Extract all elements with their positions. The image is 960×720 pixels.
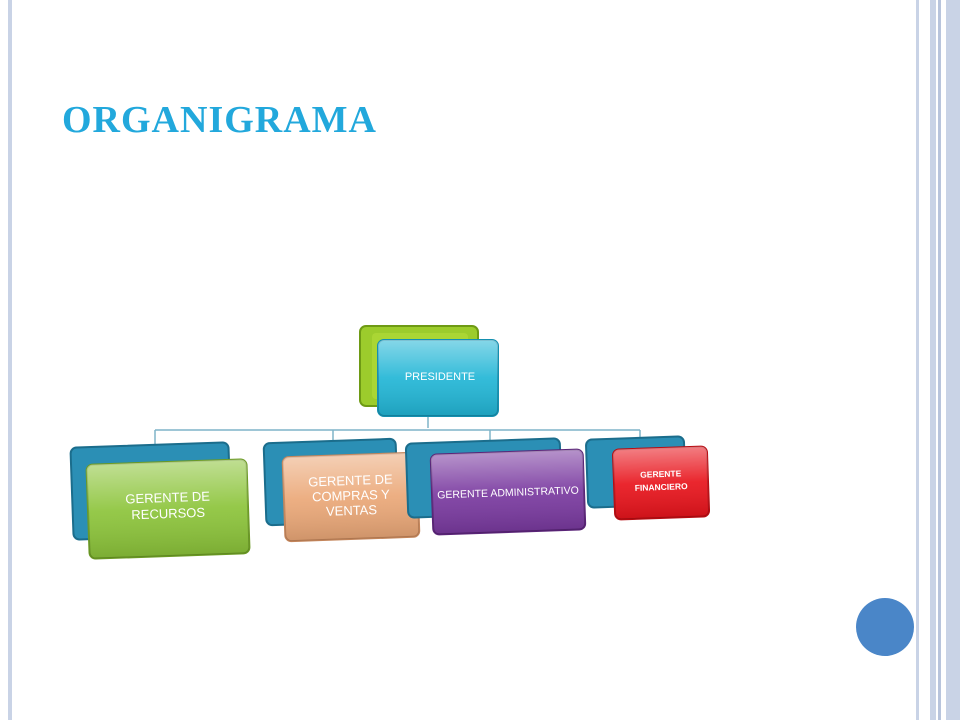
node-gerente-recursos: GERENTE DE RECURSOS xyxy=(69,441,251,560)
node-compras-label-2: COMPRAS Y xyxy=(312,487,391,505)
slide-title: ORGANIGRAMA xyxy=(62,99,377,141)
node-presidente-label: PRESIDENTE xyxy=(405,371,475,383)
frame-bar xyxy=(916,0,919,720)
node-financiero-label-2: FINANCIERO xyxy=(635,481,689,493)
slide-frame-right xyxy=(916,0,960,720)
frame-bar xyxy=(938,0,941,720)
node-gerente-compras: GERENTE DE COMPRAS Y VENTAS xyxy=(262,437,421,543)
node-admin-label: GERENTE ADMINISTRATIVO xyxy=(437,485,579,502)
node-gerente-administrativo: GERENTE ADMINISTRATIVO xyxy=(404,437,587,536)
node-recursos-label-2: RECURSOS xyxy=(131,505,205,523)
node-recursos-label-1: GERENTE DE xyxy=(125,489,210,507)
node-gerente-financiero: GERENTE FINANCIERO xyxy=(585,435,711,521)
decorative-circle xyxy=(856,598,914,656)
node-compras-label-1: GERENTE DE xyxy=(308,471,393,489)
frame-bar xyxy=(946,0,960,720)
frame-bar xyxy=(930,0,936,720)
node-compras-label-3: VENTAS xyxy=(326,502,378,519)
node-presidente: PRESIDENTE xyxy=(359,325,499,417)
node-financiero-label-1: GERENTE xyxy=(640,468,682,479)
slide-frame-left xyxy=(8,0,12,720)
